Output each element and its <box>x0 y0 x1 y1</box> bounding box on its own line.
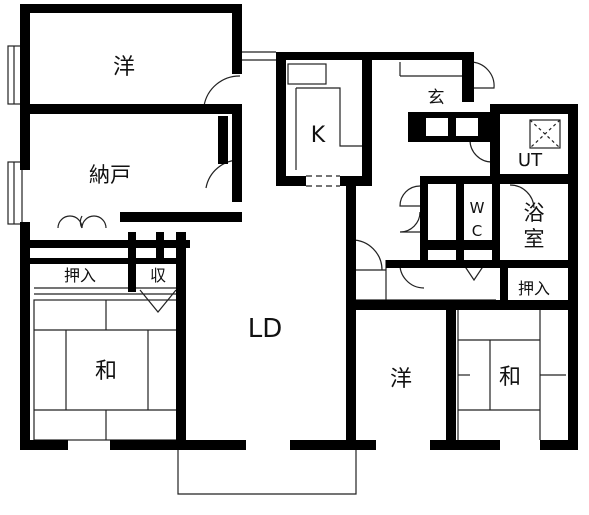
label-kitchen: K <box>311 123 326 148</box>
label-western-top: 洋 <box>113 55 135 80</box>
label-toilet-w: W <box>470 199 485 217</box>
label-closet-right: 押入 <box>518 279 550 298</box>
label-japanese-right: 和 <box>499 365 521 390</box>
label-entrance: 玄 <box>428 88 445 108</box>
label-bath-1: 浴 <box>524 201 545 225</box>
label-toilet-c: C <box>472 222 482 240</box>
label-japanese-left: 和 <box>95 359 117 384</box>
label-closet-left: 押入 <box>64 266 96 285</box>
walls <box>20 4 578 450</box>
label-bath-2: 室 <box>524 227 545 251</box>
label-utility: UT <box>518 150 543 171</box>
label-western-bottom: 洋 <box>390 367 412 392</box>
room-labels: 洋 納戸 K 玄 UT W C 浴 室 押入 収 LD 和 洋 和 押入 <box>64 55 550 392</box>
label-living-dining: LD <box>248 314 283 344</box>
label-storage-room: 納戸 <box>89 163 131 187</box>
label-storage-small: 収 <box>150 266 166 285</box>
